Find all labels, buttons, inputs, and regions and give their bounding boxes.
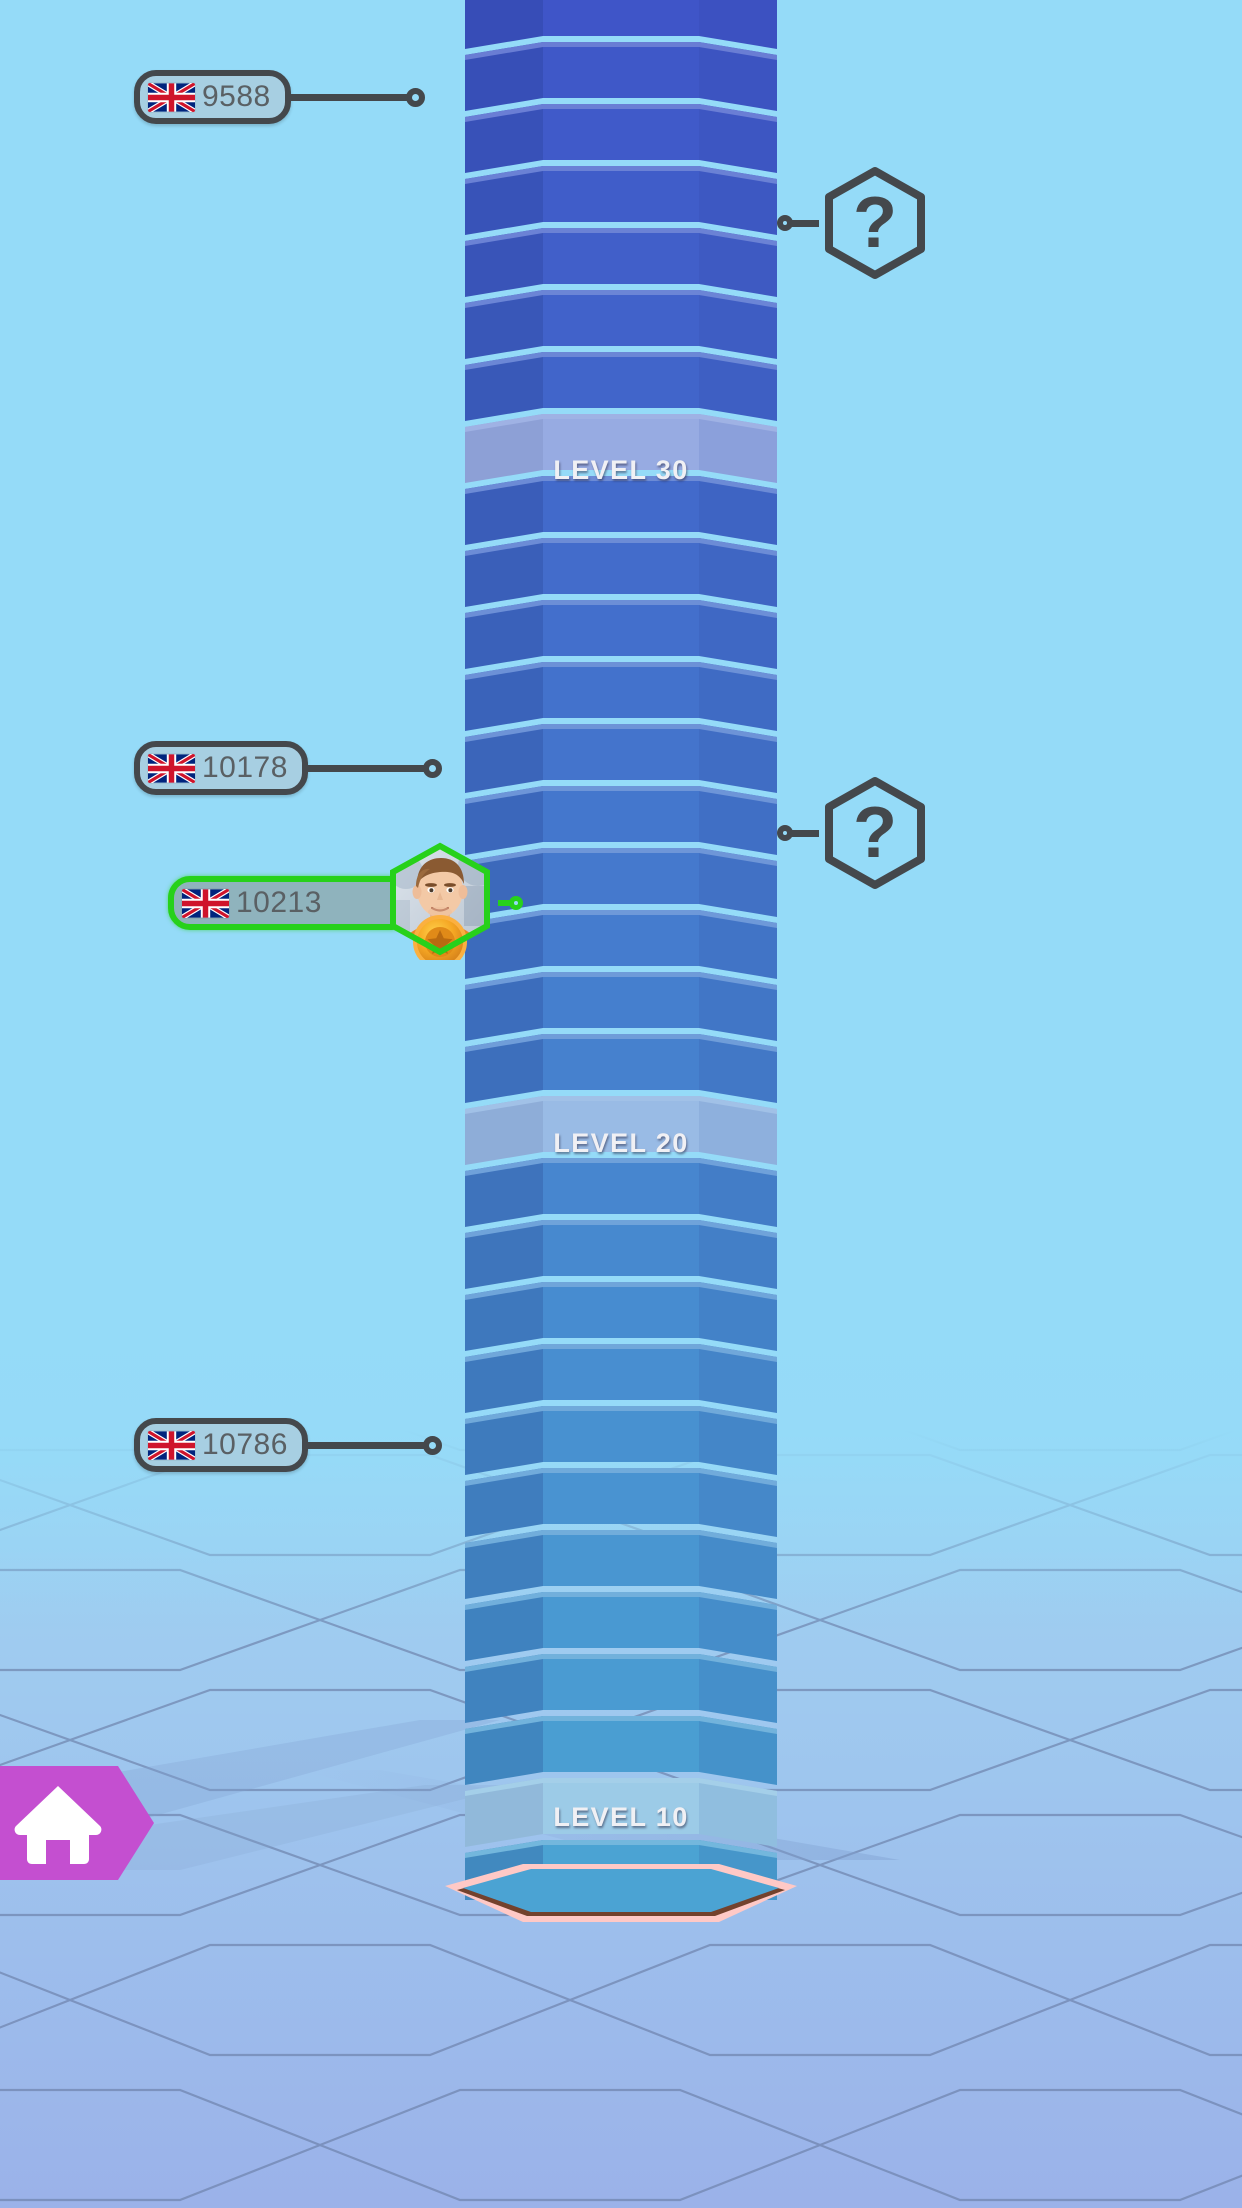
mystery-connector-line — [791, 829, 819, 837]
tower-segment — [465, 476, 777, 545]
tower-segment — [465, 104, 777, 173]
tower-segments — [465, 0, 777, 1909]
united-kingdom-flag-icon — [148, 1430, 195, 1460]
tower-segment — [465, 1096, 777, 1165]
player-endpoint-node — [508, 896, 523, 910]
player-avatar-hex[interactable] — [386, 842, 494, 969]
tower-segment — [465, 1530, 777, 1599]
tower-segment — [465, 538, 777, 607]
tower-segment — [465, 600, 777, 669]
tower-segment — [465, 1282, 777, 1351]
score-pill[interactable]: 9588 — [134, 70, 291, 124]
score-pill[interactable]: 10786 — [134, 1418, 308, 1472]
tower-segment — [465, 166, 777, 235]
level-tower — [465, 0, 777, 1909]
tower-segment — [465, 414, 777, 483]
tower-segment — [465, 352, 777, 421]
player-avatar[interactable] — [386, 842, 494, 969]
tower-segment — [465, 662, 777, 731]
question-mark-hex-icon[interactable]: ? — [817, 165, 933, 281]
mystery-reward-marker-1[interactable]: ? — [777, 165, 933, 281]
tower-segment — [465, 724, 777, 793]
tower-segment — [465, 1592, 777, 1661]
tower-segment — [465, 290, 777, 359]
tower-segment — [465, 1220, 777, 1289]
marker-endpoint-node — [422, 1435, 442, 1455]
question-glyph: ? — [853, 793, 897, 873]
player-score-pill[interactable]: 10213 — [168, 876, 414, 930]
tower-segment — [465, 1468, 777, 1537]
opponent-marker-10178[interactable]: 10178 — [134, 741, 442, 795]
tower-segment — [465, 1344, 777, 1413]
score-value: 10178 — [202, 751, 288, 784]
marker-connector-line — [288, 93, 409, 101]
mystery-reward-marker-2[interactable]: ? — [777, 775, 933, 891]
tower-segment — [465, 1654, 777, 1723]
player-connector-line — [497, 900, 512, 906]
marker-endpoint-node — [422, 758, 442, 778]
score-pill[interactable]: 10178 — [134, 741, 308, 795]
tower-segment — [465, 1716, 777, 1785]
home-button-shape[interactable] — [0, 1758, 158, 1888]
opponent-marker-10786[interactable]: 10786 — [134, 1418, 442, 1472]
score-value: 10786 — [202, 1428, 288, 1461]
united-kingdom-flag-icon — [182, 888, 229, 918]
marker-connector-line — [305, 1441, 426, 1449]
player-marker-10213[interactable]: 10213 — [168, 842, 523, 969]
marker-endpoint-node — [405, 87, 425, 107]
home-button[interactable] — [0, 1758, 158, 1888]
tower-segment — [465, 1158, 777, 1227]
question-glyph: ? — [853, 183, 897, 263]
tower-segment — [465, 42, 777, 111]
united-kingdom-flag-icon — [148, 753, 195, 783]
opponent-marker-9588[interactable]: 9588 — [134, 70, 425, 124]
score-value: 9588 — [202, 80, 271, 113]
united-kingdom-flag-icon — [148, 82, 195, 112]
marker-connector-line — [305, 764, 426, 772]
tower-segment — [465, 228, 777, 297]
home-icon — [14, 1786, 102, 1864]
tower-segment — [465, 786, 777, 855]
mystery-endpoint-node — [777, 825, 793, 841]
question-mark-hex-icon[interactable]: ? — [817, 775, 933, 891]
tower-segment — [465, 1034, 777, 1103]
mystery-endpoint-node — [777, 215, 793, 231]
mystery-connector-line — [791, 219, 819, 227]
tower-segment — [465, 1778, 777, 1847]
tower-segment — [465, 0, 777, 49]
player-score-value: 10213 — [236, 886, 322, 919]
tower-base-ring — [445, 1864, 797, 1922]
tower-segment — [465, 1406, 777, 1475]
tower-segment — [465, 972, 777, 1041]
